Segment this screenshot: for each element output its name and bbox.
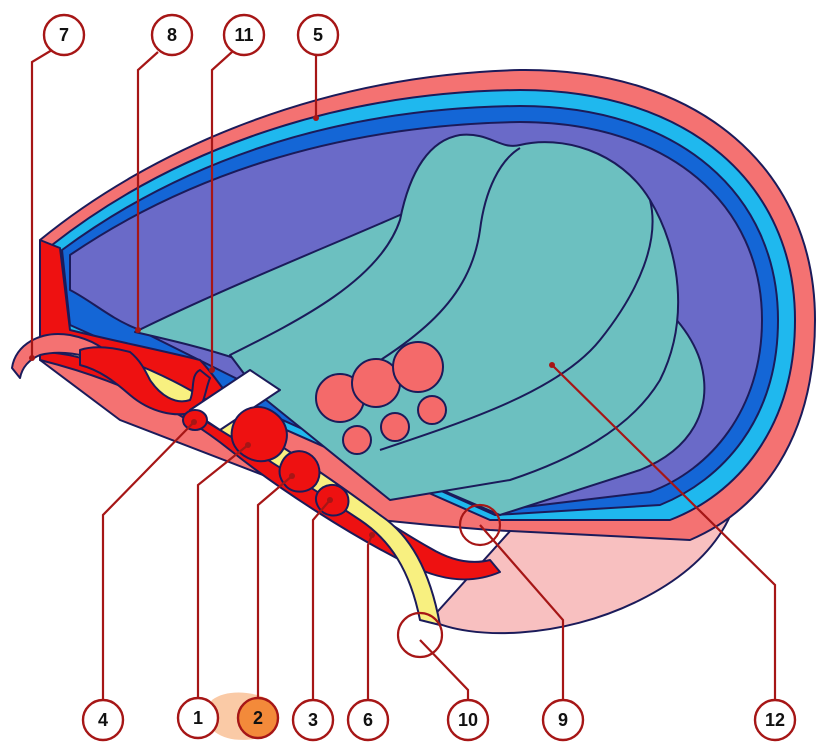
callout-label-10: 10 — [458, 710, 478, 730]
leader-endpoints — [29, 115, 555, 538]
callout-label-7: 7 — [59, 25, 69, 45]
callout-label-9: 9 — [558, 710, 568, 730]
callout-label-12: 12 — [765, 710, 785, 730]
red-blob-2 — [278, 450, 321, 493]
callout-11: 11 — [222, 13, 266, 57]
highlight-ring-10 — [396, 611, 444, 659]
callout-12: 12 — [753, 698, 797, 742]
decidua-cut-wall — [39, 239, 501, 581]
callout-label-6: 6 — [363, 710, 373, 730]
callout-label-2: 2 — [253, 708, 263, 728]
callout-5: 5 — [296, 13, 340, 57]
teal-elevation-ridge — [329, 147, 521, 391]
callout-label-8: 8 — [167, 25, 177, 45]
callout-8: 8 — [150, 13, 194, 57]
callout-label-4: 4 — [98, 710, 108, 730]
callout-3: 3 — [291, 698, 335, 742]
callout-2: 2 — [236, 696, 280, 740]
callout-10: 10 — [446, 698, 490, 742]
callout-label-5: 5 — [313, 25, 323, 45]
callout-4: 4 — [81, 698, 125, 742]
callout-7: 7 — [42, 13, 86, 57]
pink-vesicle-cluster — [315, 341, 447, 455]
callout-label-11: 11 — [234, 25, 253, 45]
teal-elevation-ridge-2 — [379, 199, 654, 451]
callout-1: 1 — [176, 696, 220, 740]
leader-lines — [30, 49, 777, 703]
left-red-tissue — [79, 346, 211, 416]
callout-label-1: 1 — [193, 708, 203, 728]
callout-6: 6 — [346, 698, 390, 742]
callout-9: 9 — [541, 698, 585, 742]
red-blob-1 — [230, 405, 288, 463]
tube-structure — [182, 369, 281, 431]
callout-label-3: 3 — [308, 710, 318, 730]
highlight-ring-9 — [458, 503, 502, 547]
